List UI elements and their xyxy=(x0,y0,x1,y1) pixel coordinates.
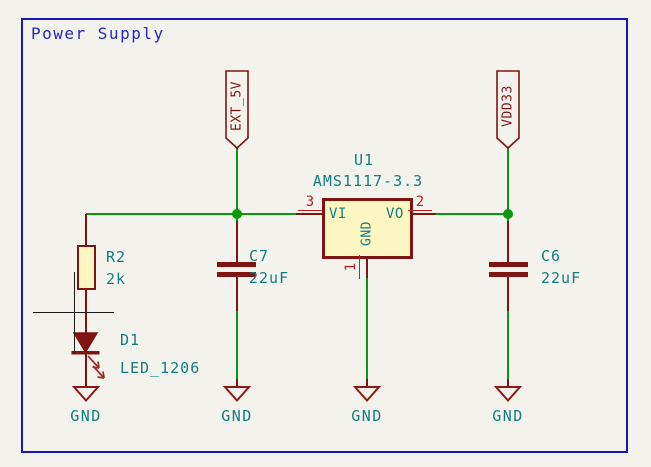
power-flag-vdd33[interactable]: VDD33 xyxy=(490,64,526,156)
power-flag-text[interactable]: VDD33 xyxy=(501,85,516,127)
wire-main-right[interactable] xyxy=(436,213,508,215)
wire-main-left[interactable] xyxy=(86,213,297,215)
d1-reference[interactable]: D1 xyxy=(120,331,141,349)
junction-dot-c6[interactable] xyxy=(503,209,513,219)
power-flag-outline[interactable] xyxy=(225,70,249,150)
gnd-symbol-led[interactable] xyxy=(69,385,103,405)
led-cathode-bar[interactable] xyxy=(71,351,100,355)
gnd-triangle[interactable] xyxy=(222,386,252,403)
u1-pin1-line[interactable] xyxy=(366,257,368,278)
power-flag-outline[interactable] xyxy=(496,70,520,150)
u1-value[interactable]: AMS1117-3.3 xyxy=(312,172,424,190)
wire-u1-gnd[interactable] xyxy=(366,277,368,380)
r2-pin-top[interactable] xyxy=(85,214,87,245)
u1-pin2-number: 2 xyxy=(408,195,432,211)
power-flag-text[interactable]: EXT_5V xyxy=(230,81,245,131)
gnd-triangle[interactable] xyxy=(493,386,523,403)
sheet-title[interactable]: Power Supply xyxy=(31,24,165,43)
c6-plate-top[interactable] xyxy=(489,262,528,267)
gnd-triangle[interactable] xyxy=(71,386,101,403)
c7-plate-top[interactable] xyxy=(217,262,256,267)
c6-plate-bottom[interactable] xyxy=(489,272,528,277)
u1-pin-name-vi: VI xyxy=(329,206,347,222)
u1-pin2-line[interactable] xyxy=(412,213,436,215)
gnd-stub-led[interactable] xyxy=(85,379,87,387)
c7-pin-top[interactable] xyxy=(236,221,238,263)
gnd-stub-c7[interactable] xyxy=(236,379,238,387)
gnd-label-u1[interactable]: GND xyxy=(351,407,383,425)
c7-pin-bottom[interactable] xyxy=(236,276,238,311)
d1-value[interactable]: LED_1206 xyxy=(120,359,201,377)
r2-body[interactable] xyxy=(77,245,96,290)
gnd-symbol-u1[interactable] xyxy=(350,385,384,405)
sheet-border xyxy=(21,18,628,453)
u1-pin-name-vo: VO xyxy=(386,206,404,222)
r2-value[interactable]: 2k xyxy=(106,270,127,288)
wire-c7-bottom[interactable] xyxy=(236,310,238,380)
gnd-label-led[interactable]: GND xyxy=(70,407,102,425)
c6-value[interactable]: 22uF xyxy=(541,269,582,287)
u1-body[interactable] xyxy=(322,198,413,259)
c6-reference[interactable]: C6 xyxy=(541,247,562,265)
led-emission-arrows xyxy=(87,355,105,379)
d1-led-symbol[interactable] xyxy=(58,326,122,388)
d1-pin-bottom[interactable] xyxy=(85,352,87,380)
c6-pin-top[interactable] xyxy=(507,221,509,263)
gnd-stub-c6[interactable] xyxy=(507,379,509,387)
c6-pin-bottom[interactable] xyxy=(507,276,509,311)
gnd-label-c7[interactable]: GND xyxy=(221,407,253,425)
u1-pin3-line[interactable] xyxy=(296,213,322,215)
u1-pin3-number: 3 xyxy=(298,195,322,211)
r2-reference[interactable]: R2 xyxy=(106,248,127,266)
r2-pin-bottom[interactable] xyxy=(85,289,87,334)
u1-reference[interactable]: U1 xyxy=(353,151,375,169)
u1-pin1-number: 1 xyxy=(343,255,360,279)
gnd-symbol-c6[interactable] xyxy=(491,385,525,405)
u1-pin-name-gnd: GND xyxy=(359,221,375,246)
wire-c6-bottom[interactable] xyxy=(507,310,509,380)
junction-dot-c7[interactable] xyxy=(232,209,242,219)
gnd-label-c6[interactable]: GND xyxy=(492,407,524,425)
c7-value[interactable]: 22uF xyxy=(249,269,290,287)
led-triangle[interactable] xyxy=(72,332,99,354)
power-flag-ext5v[interactable]: EXT_5V xyxy=(219,64,255,156)
gnd-triangle[interactable] xyxy=(352,386,382,403)
wire-vdd33-drop[interactable] xyxy=(507,148,509,215)
crosshair-cursor-vertical xyxy=(74,272,75,353)
c7-reference[interactable]: C7 xyxy=(249,247,270,265)
gnd-symbol-c7[interactable] xyxy=(220,385,254,405)
wire-ext5v-drop[interactable] xyxy=(236,148,238,215)
gnd-stub-u1[interactable] xyxy=(366,379,368,387)
c7-plate-bottom[interactable] xyxy=(217,272,256,277)
crosshair-cursor-horizontal xyxy=(33,312,114,313)
